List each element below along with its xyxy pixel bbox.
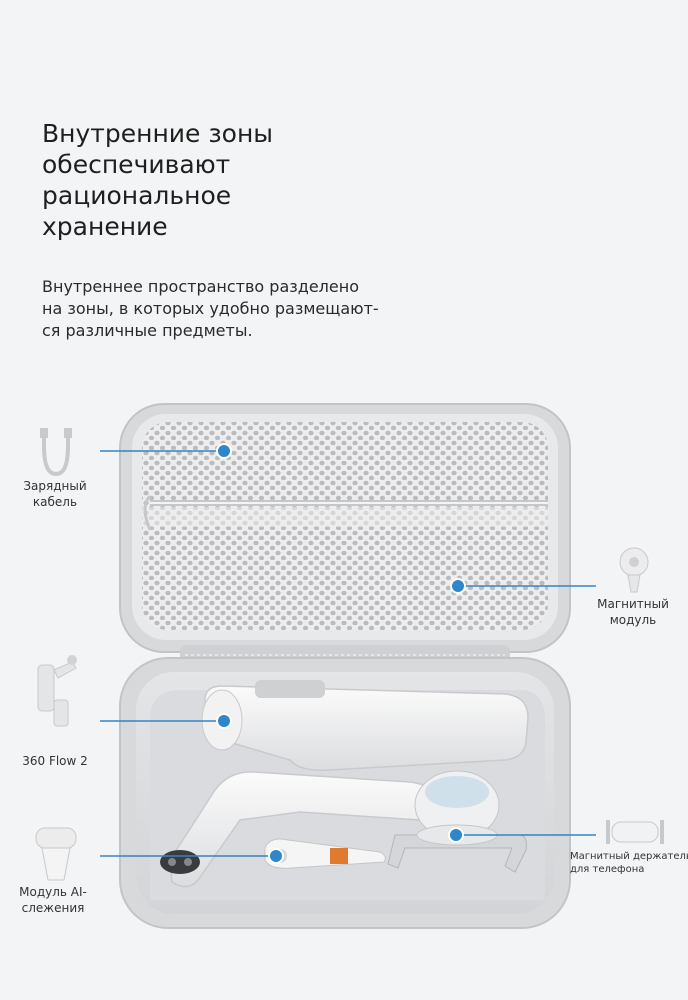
ai-module-icon [35,827,77,881]
gimbal-icon [37,655,77,727]
callout-ai [100,848,284,864]
callout-cable [100,443,232,459]
label-phone-holder: Магнитный держатель для телефона [570,850,688,876]
headline: Внутренние зоны обеспечивают рационально… [42,118,342,242]
description: Внутреннее пространство разделено на зон… [42,276,379,342]
phone-holder-icon [606,820,664,844]
headline-line: обеспечивают [42,150,231,179]
magnet-module-icon [619,547,649,593]
label-line: для телефона [570,864,645,875]
callout-magnet [450,578,596,594]
headline-line: Внутренние зоны [42,119,274,148]
label-line: Магнитный держатель [570,851,688,862]
label-line: кабель [32,495,78,509]
label-charging-cable: Зарядный кабель [12,478,98,510]
label-line: Зарядный [23,479,87,493]
description-line: Внутреннее пространство разделено [42,277,359,296]
gimbal-illustration [160,680,529,888]
label-magnetic-module: Магнитный модуль [588,596,678,628]
label-line: слежения [21,901,85,915]
label-line: Модуль AI- [19,885,87,899]
headline-line: хранение [42,212,168,241]
callout-phone-holder [448,827,596,843]
label-line: модуль [609,613,657,627]
label-flow2: 360 Flow 2 [8,753,102,769]
cable-icon [40,428,72,477]
label-ai-module: Модуль AI- слежения [8,884,98,916]
description-line: на зоны, в которых удобно размещают- [42,299,379,318]
headline-line: рациональное [42,181,232,210]
description-line: ся различные предметы. [42,321,253,340]
label-line: 360 Flow 2 [22,754,88,768]
case-lid [119,403,571,653]
label-line: Магнитный [597,597,669,611]
callout-flow2 [100,713,232,729]
